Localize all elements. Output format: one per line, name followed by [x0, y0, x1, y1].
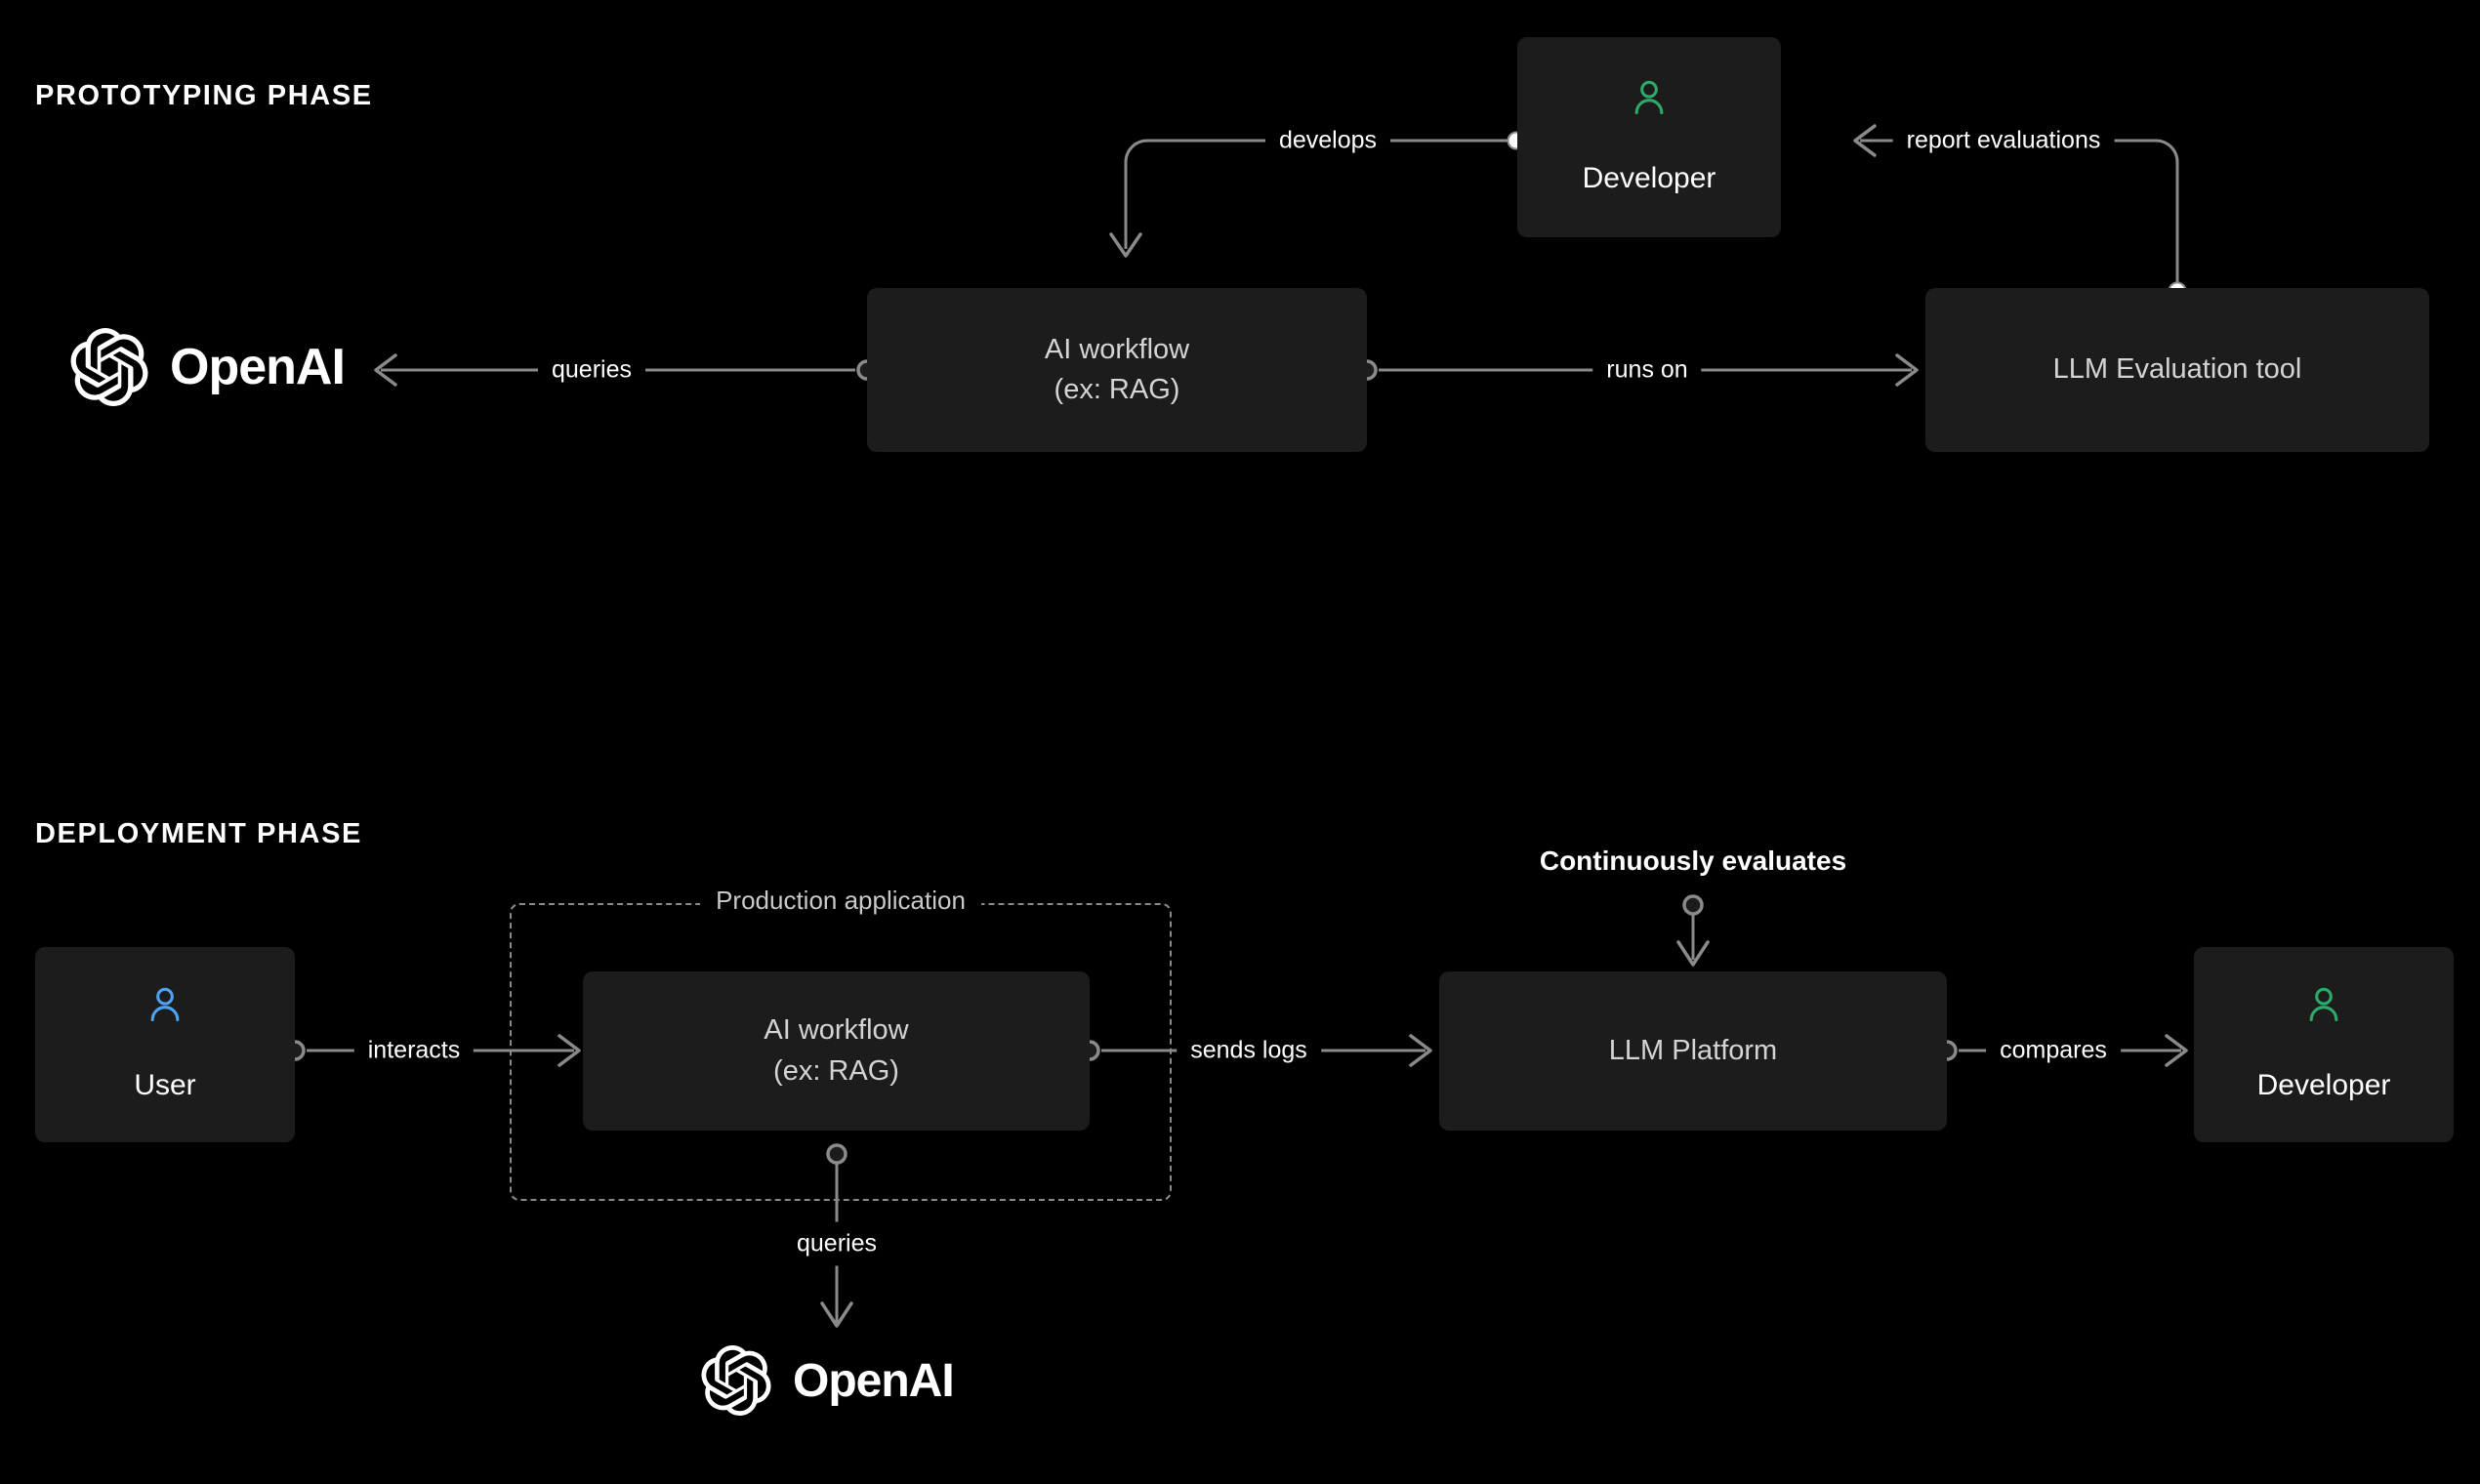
openai-logo-deployment: OpenAI: [701, 1345, 955, 1416]
openai-logo-prototyping: OpenAI: [70, 328, 346, 406]
edge-continuously-evaluates: [1676, 894, 1710, 967]
openai-blossom-icon: [70, 328, 148, 406]
node-ai-workflow-prototyping[interactable]: AI workflow (ex: RAG): [867, 288, 1367, 452]
phase-title-prototyping: PROTOTYPING PHASE: [35, 80, 373, 111]
edge-label-interacts: interacts: [353, 1028, 475, 1073]
node-llm-platform[interactable]: LLM Platform: [1439, 971, 1947, 1131]
group-production-application-label: Production application: [700, 886, 981, 916]
edge-label-queries-prototyping: queries: [538, 348, 645, 392]
node-label: Developer: [1582, 161, 1716, 194]
node-llm-evaluation-tool[interactable]: LLM Evaluation tool: [1925, 288, 2429, 452]
node-label: LLM Evaluation tool: [2052, 353, 2302, 386]
person-icon: [2302, 982, 2345, 1038]
edge-label-develops: develops: [1264, 118, 1391, 163]
node-label: AI workflow (ex: RAG): [764, 1014, 909, 1087]
node-developer-prototyping[interactable]: Developer: [1517, 37, 1781, 237]
edge-label-sends-logs: sends logs: [1177, 1028, 1321, 1073]
openai-wordmark-deployment: OpenAI: [793, 1354, 955, 1407]
openai-wordmark-prototyping: OpenAI: [170, 339, 346, 395]
phase-title-deployment: DEPLOYMENT PHASE: [35, 818, 362, 849]
edge-label-compares: compares: [1986, 1028, 2121, 1073]
edge-label-report-evaluations: report evaluations: [1892, 118, 2115, 163]
node-user[interactable]: User: [35, 947, 295, 1142]
person-icon: [1628, 75, 1671, 131]
node-label: AI workflow (ex: RAG): [1044, 333, 1190, 405]
node-label: LLM Platform: [1608, 1034, 1778, 1066]
person-icon: [144, 982, 186, 1038]
node-ai-workflow-deployment[interactable]: AI workflow (ex: RAG): [583, 971, 1090, 1131]
edge-label-continuously-evaluates: Continuously evaluates: [1539, 845, 1847, 876]
node-developer-deployment[interactable]: Developer: [2194, 947, 2454, 1142]
edge-label-runs-on: runs on: [1592, 348, 1702, 392]
openai-blossom-icon: [701, 1345, 771, 1416]
node-label: Developer: [2256, 1069, 2391, 1101]
node-label: User: [134, 1069, 196, 1101]
edge-label-queries-deployment: queries: [783, 1221, 890, 1266]
